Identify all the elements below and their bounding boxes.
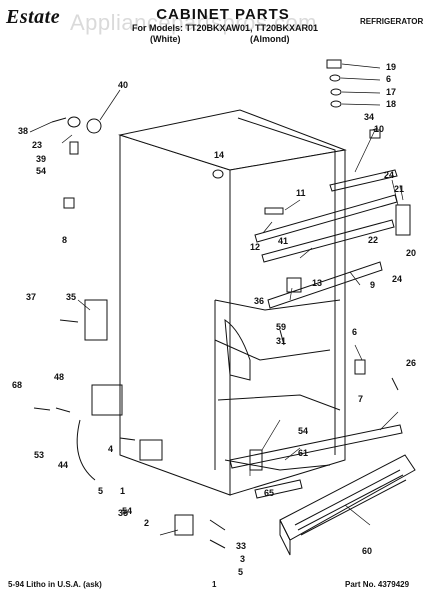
interior-liner — [214, 299, 341, 471]
callout-26: 26 — [406, 358, 416, 368]
callout-38: 38 — [18, 126, 28, 136]
callout-31: 31 — [276, 336, 286, 346]
callout-48: 48 — [54, 372, 64, 382]
callout-2: 2 — [144, 518, 149, 528]
print-info: 5-94 Litho in U.S.A. (ask) — [8, 580, 102, 589]
callout-24: 24 — [392, 274, 402, 284]
callout-44: 44 — [58, 460, 68, 470]
callout-8: 8 — [62, 235, 67, 245]
callout-21: 21 — [394, 184, 404, 194]
diagram-title: CABINET PARTS — [156, 6, 290, 23]
callout-14: 14 — [214, 150, 224, 160]
callout-18: 18 — [386, 99, 396, 109]
callout-6: 6 — [386, 74, 391, 84]
callout-23: 23 — [32, 140, 42, 150]
callout-60: 60 — [362, 546, 372, 556]
variant-white: (White) — [150, 34, 181, 44]
callout-41: 41 — [278, 236, 288, 246]
callout-5: 5 — [238, 567, 243, 577]
callout-59: 59 — [276, 322, 286, 332]
part-number: Part No. 4379429 — [345, 580, 410, 589]
callout-33: 33 — [236, 541, 246, 551]
model-numbers: For Models: TT20BKXAW01, TT20BKXAR01 — [131, 23, 319, 33]
variant-almond: (Almond) — [250, 34, 290, 44]
callout-54: 54 — [36, 166, 46, 176]
bottom-rail — [229, 424, 403, 499]
callout-68: 68 — [12, 380, 22, 390]
callout-12: 12 — [250, 242, 260, 252]
brand-logo: Estate — [6, 6, 61, 28]
leader-lines — [29, 63, 404, 536]
callout-65: 65 — [264, 488, 274, 498]
small-parts — [63, 59, 411, 536]
callout-22: 22 — [368, 235, 378, 245]
callout-6: 6 — [352, 327, 357, 337]
callout-35: 35 — [118, 508, 128, 518]
callout-5: 5 — [98, 486, 103, 496]
callout-40: 40 — [118, 80, 128, 90]
callout-61: 61 — [298, 448, 308, 458]
callout-17: 17 — [386, 87, 396, 97]
category-label: REFRIGERATOR — [360, 17, 424, 26]
callout-24: 24 — [384, 170, 394, 180]
cabinet-body — [118, 109, 347, 496]
screws — [33, 117, 399, 549]
callout-1: 1 — [120, 486, 125, 496]
callout-53: 53 — [34, 450, 44, 460]
callout-54: 54 — [122, 506, 132, 516]
callout-9: 9 — [370, 280, 375, 290]
callout-39: 39 — [36, 154, 46, 164]
toe-grille — [279, 454, 416, 556]
callout-7: 7 — [358, 394, 363, 404]
callout-37: 37 — [26, 292, 36, 302]
callout-34: 34 — [364, 112, 374, 122]
callout-3: 3 — [240, 554, 245, 564]
callout-19: 19 — [386, 62, 396, 72]
watermark-text: Appliancepartspros.com — [70, 10, 318, 35]
callout-4: 4 — [108, 444, 113, 454]
page-number: 1 — [212, 580, 217, 589]
callout-20: 20 — [406, 248, 416, 258]
callout-10: 10 — [374, 124, 384, 134]
callout-11: 11 — [296, 188, 306, 198]
callout-35: 35 — [66, 292, 76, 302]
callout-13: 13 — [312, 278, 322, 288]
callout-36: 36 — [254, 296, 264, 306]
callout-54: 54 — [298, 426, 308, 436]
